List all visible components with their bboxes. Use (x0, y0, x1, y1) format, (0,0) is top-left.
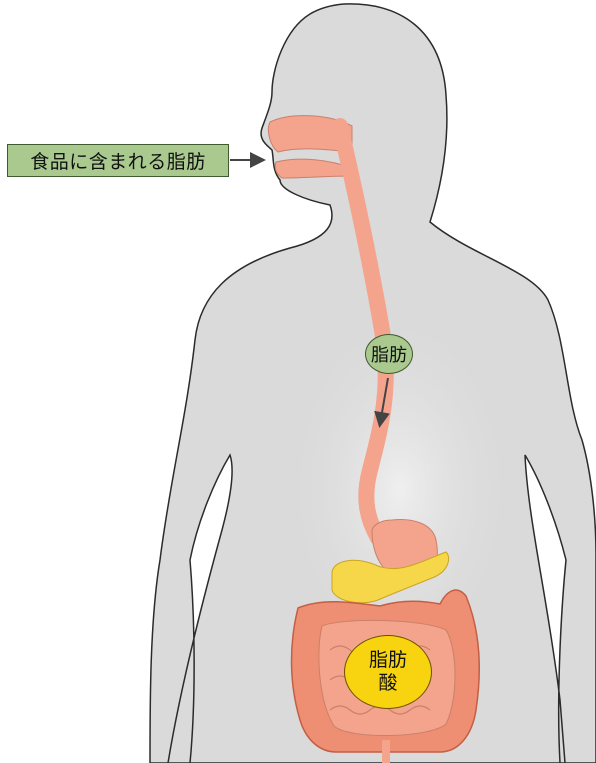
fat-badge: 脂肪 (365, 334, 413, 374)
fatty-acid-badge: 脂肪 酸 (344, 635, 432, 709)
fatty-acid-line1: 脂肪 (369, 649, 407, 672)
food-fat-label: 食品に含まれる脂肪 (7, 144, 229, 177)
fatty-acid-line2: 酸 (378, 672, 397, 695)
